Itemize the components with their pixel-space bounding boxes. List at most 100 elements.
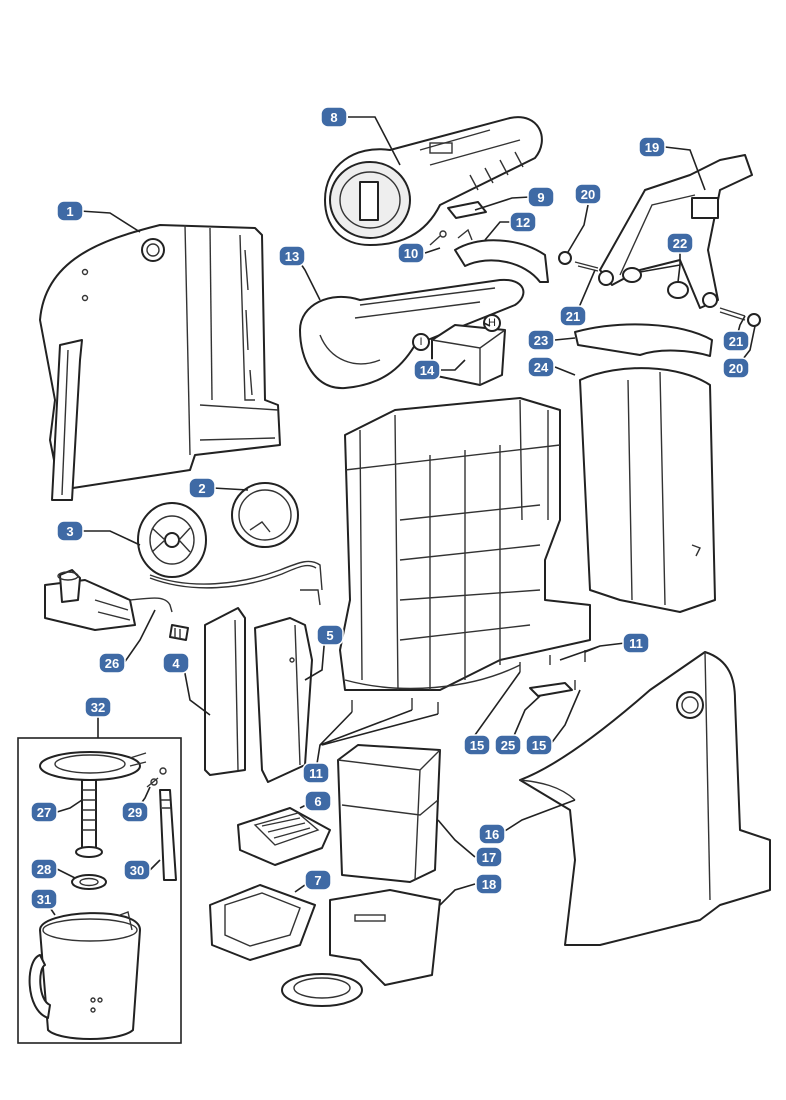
callout-number: 31 bbox=[37, 892, 51, 907]
part-7-drip-tray bbox=[209, 884, 316, 961]
callout-badge bbox=[559, 305, 587, 327]
callout-c18: 18 bbox=[475, 873, 503, 895]
marker-mI: I bbox=[419, 336, 422, 348]
callout-badge bbox=[638, 136, 666, 158]
callout-number: 20 bbox=[729, 361, 743, 376]
callout-badge bbox=[622, 632, 650, 654]
part-28-nut bbox=[71, 874, 107, 890]
callout-badge bbox=[304, 869, 332, 891]
callout-number: 21 bbox=[566, 309, 580, 324]
callout-badge bbox=[188, 477, 216, 499]
callout-c2: 2 bbox=[188, 477, 216, 499]
callout-badge bbox=[30, 801, 58, 823]
callout-number: 26 bbox=[105, 656, 119, 671]
callout-number: 14 bbox=[420, 363, 435, 378]
callout-c5: 5 bbox=[316, 624, 344, 646]
callout-number: 8 bbox=[330, 110, 337, 125]
callout-c12: 12 bbox=[509, 211, 537, 233]
kit-32-frame bbox=[17, 737, 182, 1044]
callout-badge bbox=[413, 359, 441, 381]
callout-number: 25 bbox=[501, 738, 515, 753]
part-11-15-clips bbox=[351, 650, 586, 714]
callout-number: 20 bbox=[581, 187, 595, 202]
part-22-bushings bbox=[622, 267, 689, 299]
callout-c9: 9 bbox=[527, 186, 555, 208]
callout-number: 2 bbox=[198, 481, 205, 496]
callout-badge bbox=[30, 858, 58, 880]
callout-c11a: 11 bbox=[302, 762, 330, 784]
hi-markers: HI bbox=[419, 317, 496, 348]
marker-mH: H bbox=[488, 317, 496, 329]
callout-badge bbox=[84, 696, 112, 718]
callout-number: 15 bbox=[470, 738, 484, 753]
part-4-front-panel-left bbox=[204, 607, 246, 776]
part-31-jug bbox=[28, 911, 141, 1040]
part-26-pump-assembly bbox=[44, 569, 189, 641]
callout-c13: 13 bbox=[278, 245, 306, 267]
callout-badge bbox=[574, 183, 602, 205]
callout-badge bbox=[666, 232, 694, 254]
callout-badge bbox=[397, 242, 425, 264]
callout-badge bbox=[494, 734, 522, 756]
part-30-rod bbox=[159, 789, 177, 881]
callout-number: 10 bbox=[404, 246, 418, 261]
callout-number: 15 bbox=[532, 738, 546, 753]
callout-badge bbox=[121, 801, 149, 823]
callout-number: 4 bbox=[172, 656, 180, 671]
part-5-front-panel-right bbox=[254, 617, 313, 783]
callout-c1: 1 bbox=[56, 200, 84, 222]
callout-number: 19 bbox=[645, 140, 659, 155]
callout-c31: 31 bbox=[30, 888, 58, 910]
callout-c11b: 11 bbox=[622, 632, 650, 654]
callout-badge bbox=[527, 186, 555, 208]
part-27-filter-holder bbox=[39, 751, 147, 858]
part-29-small-pins bbox=[146, 767, 167, 788]
callout-badge bbox=[722, 330, 750, 352]
callout-badge bbox=[320, 106, 348, 128]
callout-c10: 10 bbox=[397, 242, 425, 264]
callout-c29: 29 bbox=[121, 801, 149, 823]
callout-number: 21 bbox=[729, 334, 743, 349]
part-16-right-housing bbox=[519, 651, 771, 946]
callout-number: 22 bbox=[673, 236, 687, 251]
callout-c22: 22 bbox=[666, 232, 694, 254]
callout-badge bbox=[475, 873, 503, 895]
callout-c15b: 15 bbox=[525, 734, 553, 756]
part-12-curved-strip bbox=[454, 228, 549, 283]
part-8-top-control-housing bbox=[324, 116, 543, 246]
callout-c20a: 20 bbox=[574, 183, 602, 205]
part-24-water-tank bbox=[579, 367, 716, 613]
callout-c19: 19 bbox=[638, 136, 666, 158]
callout-number: 12 bbox=[516, 215, 530, 230]
callout-c27: 27 bbox=[30, 801, 58, 823]
callout-badge bbox=[722, 357, 750, 379]
callout-badge bbox=[316, 624, 344, 646]
callout-c8: 8 bbox=[320, 106, 348, 128]
callout-c26: 26 bbox=[98, 652, 126, 674]
callout-number: 23 bbox=[534, 333, 548, 348]
callout-c14: 14 bbox=[413, 359, 441, 381]
callout-badge bbox=[509, 211, 537, 233]
callout-badge bbox=[304, 790, 332, 812]
callout-number: 17 bbox=[482, 850, 496, 865]
callout-c24: 24 bbox=[527, 356, 555, 378]
callout-c32: 32 bbox=[84, 696, 112, 718]
callout-c21a: 21 bbox=[559, 305, 587, 327]
callout-c17: 17 bbox=[475, 846, 503, 868]
callout-c23: 23 bbox=[527, 329, 555, 351]
callout-c30: 30 bbox=[123, 859, 151, 881]
callout-number: 29 bbox=[128, 805, 142, 820]
callout-badge bbox=[527, 329, 555, 351]
callout-number: 11 bbox=[629, 636, 643, 651]
callout-number: 5 bbox=[326, 628, 333, 643]
part-9-small-plate bbox=[447, 201, 487, 219]
callout-number: 30 bbox=[130, 863, 144, 878]
callout-number: 11 bbox=[309, 766, 323, 781]
callout-badge bbox=[56, 520, 84, 542]
callout-number: 7 bbox=[314, 873, 321, 888]
callout-number: 18 bbox=[482, 877, 496, 892]
callout-badge bbox=[30, 888, 58, 910]
part-6-grate bbox=[237, 807, 331, 866]
